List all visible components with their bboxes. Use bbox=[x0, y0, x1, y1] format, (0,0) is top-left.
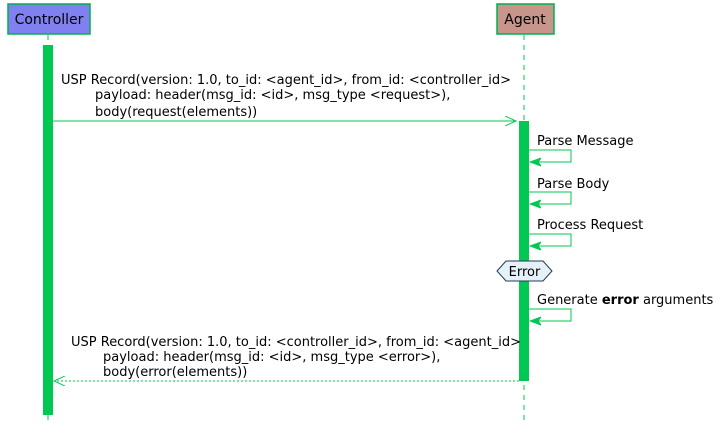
self-label-generate: Generate error arguments bbox=[537, 293, 714, 308]
self-message-process-request: Process Request bbox=[529, 218, 643, 246]
self-message-generate: Generate error arguments bbox=[529, 293, 714, 321]
error-condition: Error bbox=[496, 260, 553, 282]
self-label-process-request: Process Request bbox=[537, 218, 643, 233]
agent-label: Agent bbox=[504, 12, 546, 28]
self-message-parse-body: Parse Body bbox=[529, 177, 610, 204]
self-arrow-generate bbox=[529, 308, 572, 321]
generate-prefix: Generate bbox=[537, 293, 602, 308]
request-line-2: payload: header(msg_id: <id>, msg_type <… bbox=[95, 88, 450, 103]
self-message-parse-message: Parse Message bbox=[529, 134, 633, 162]
self-arrow-parse-body bbox=[529, 191, 572, 204]
generate-suffix: arguments bbox=[639, 293, 714, 308]
controller-label: Controller bbox=[15, 12, 84, 28]
agent-participant: Agent bbox=[496, 3, 555, 35]
response-line-1: USP Record(version: 1.0, to_id: <control… bbox=[71, 335, 521, 350]
self-arrow-parse-message bbox=[529, 149, 572, 162]
request-line-1: USP Record(version: 1.0, to_id: <agent_i… bbox=[61, 73, 511, 88]
response-line-2: payload: header(msg_id: <id>, msg_type <… bbox=[103, 350, 440, 365]
error-condition-label: Error bbox=[509, 265, 541, 280]
generate-bold: error bbox=[602, 293, 640, 308]
self-label-parse-message: Parse Message bbox=[537, 134, 633, 149]
agent-activation bbox=[519, 121, 529, 381]
response-message: USP Record(version: 1.0, to_id: <control… bbox=[54, 335, 521, 381]
response-line-3: body(error(elements)) bbox=[103, 365, 247, 380]
self-arrow-process-request bbox=[529, 233, 572, 246]
request-message: USP Record(version: 1.0, to_id: <agent_i… bbox=[53, 73, 516, 121]
self-label-parse-body: Parse Body bbox=[537, 177, 610, 192]
error-hexagon bbox=[496, 260, 553, 282]
controller-participant: Controller bbox=[7, 3, 91, 35]
controller-activation bbox=[43, 45, 53, 415]
request-line-3: body(request(elements)) bbox=[95, 105, 257, 120]
